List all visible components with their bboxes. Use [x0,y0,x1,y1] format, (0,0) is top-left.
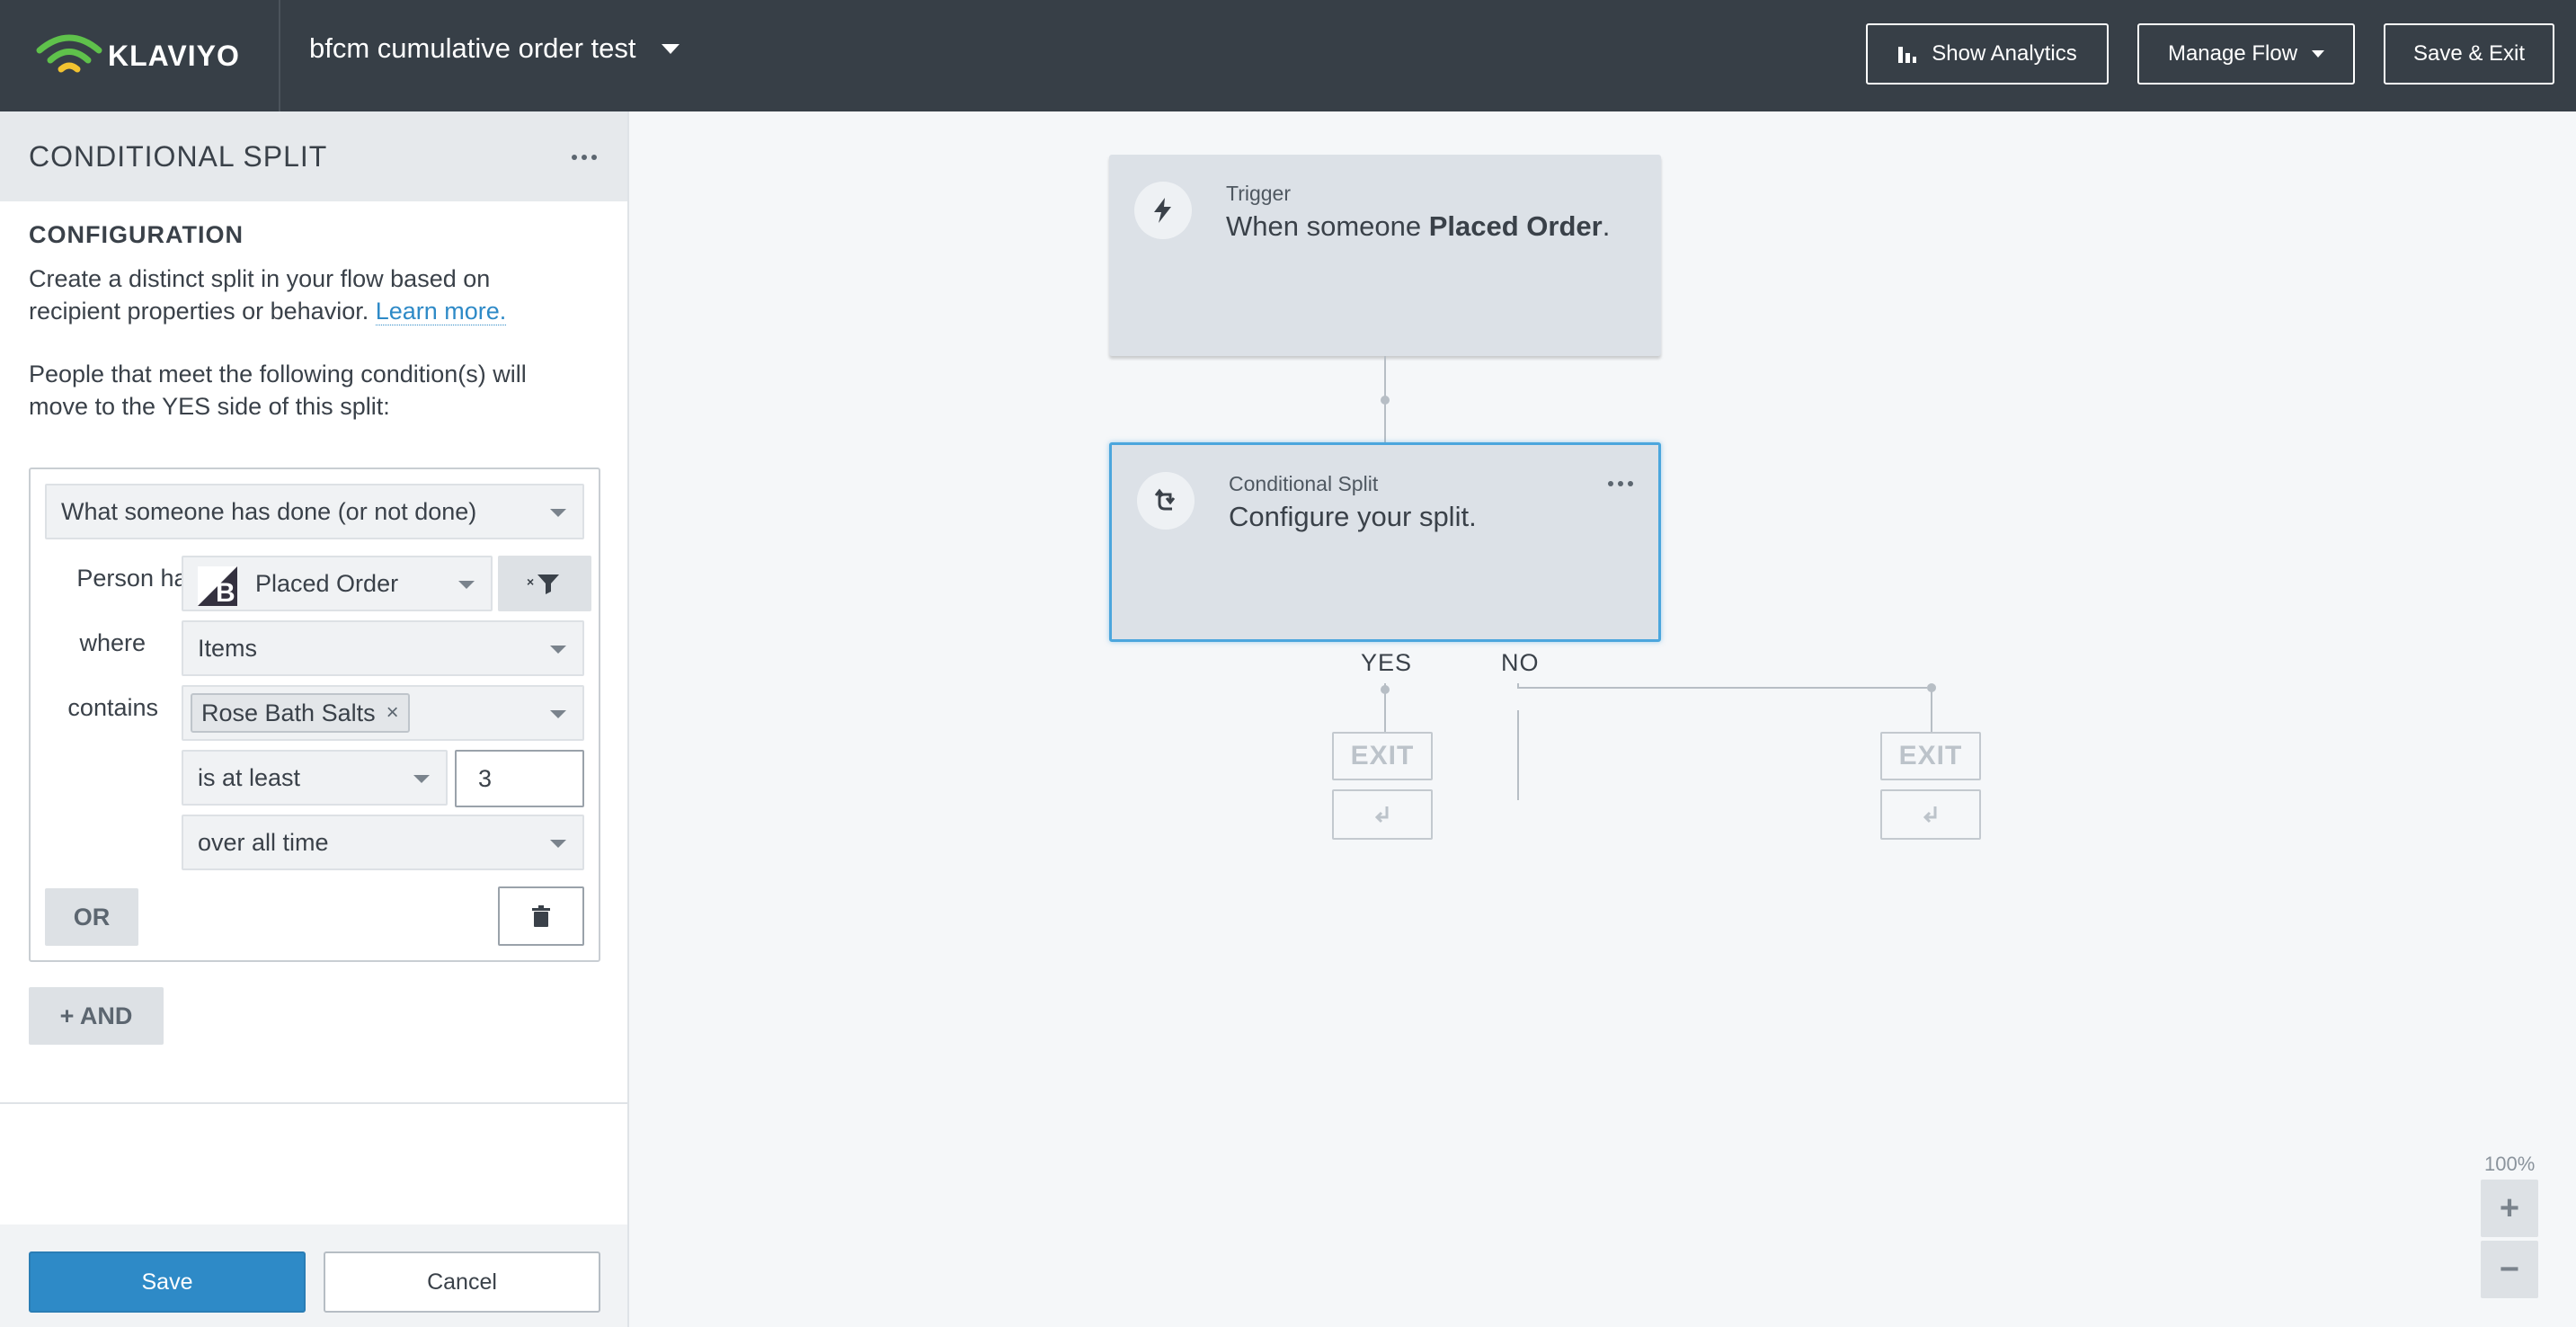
contains-label: contains [67,694,158,721]
split-description: Configure your split. [1229,501,1477,532]
manage-flow-button[interactable]: Manage Flow [2137,23,2355,85]
where-label: where [79,629,146,656]
condition-group: What someone has done (or not done) Pers… [29,468,600,962]
or-button[interactable]: OR [45,888,138,946]
trigger-type-label: Trigger [1226,182,1291,205]
save-exit-button[interactable]: Save & Exit [2384,23,2554,85]
condition-type-select[interactable]: What someone has done (or not done) [45,484,584,539]
operator-select[interactable]: is at least [182,750,448,806]
no-horizontal-line [1517,687,1927,689]
zoom-out-button[interactable]: − [2481,1241,2538,1298]
person-has-label: Person has [76,565,200,592]
trigger-card[interactable]: Trigger When someone Placed Order. [1109,155,1661,356]
yes-add-step-dot[interactable] [1381,685,1390,694]
select-caret-icon [550,509,566,517]
learn-more-link[interactable]: Learn more. [375,298,507,325]
select-caret-icon [550,646,566,654]
more-options-icon[interactable] [572,155,597,160]
conditional-split-card[interactable]: Conditional Split Configure your split. [1109,442,1661,642]
trigger-icon-wrap [1134,182,1192,239]
klaviyo-wifi-icon [36,34,102,73]
configuration-heading: CONFIGURATION [29,221,244,248]
panel-divider [0,1102,627,1104]
select-caret-icon [413,775,430,783]
panel-title: CONDITIONAL SPLIT [29,140,328,173]
show-analytics-label: Show Analytics [1932,41,2077,66]
filter-clear-icon: × [527,574,559,594]
value-tag-select[interactable]: Rose Bath Salts × [182,685,584,741]
operator-value: is at least [198,763,301,791]
trigger-text-suffix: . [1602,210,1611,242]
count-input[interactable]: 3 [455,750,584,807]
trigger-description: When someone Placed Order. [1226,210,1610,243]
flow-canvas[interactable]: Trigger When someone Placed Order. Condi… [631,111,2576,1327]
yes-reconnect-button[interactable] [1332,789,1433,840]
and-button[interactable]: + AND [29,987,164,1045]
select-caret-icon [550,710,566,718]
top-bar: KLAVIYO bfcm cumulative order test Show … [0,0,2576,111]
flow-title: bfcm cumulative order test [309,32,636,64]
bigcommerce-icon: B [198,566,237,606]
conditional-split-panel: CONDITIONAL SPLIT CONFIGURATION Create a… [0,111,629,1327]
yes-exit-box[interactable]: EXIT [1332,732,1433,780]
trigger-metric: Placed Order [1428,210,1603,242]
select-caret-icon [458,581,475,589]
zoom-in-button[interactable]: + [2481,1180,2538,1237]
timeframe-value: over all time [198,828,329,856]
property-select[interactable]: Items [182,620,584,676]
split-type-label: Conditional Split [1229,472,1379,495]
caret-down-icon [661,43,680,54]
klaviyo-logo[interactable]: KLAVIYO [36,29,240,83]
yes-connector-line [1384,683,1386,732]
panel-instruction: People that meet the following condition… [29,361,527,420]
return-arrow-icon [1374,806,1389,824]
add-step-dot[interactable] [1381,396,1390,405]
svg-text:B: B [216,578,235,606]
panel-description: Create a distinct split in your flow bas… [29,263,586,327]
show-analytics-button[interactable]: Show Analytics [1866,23,2109,85]
save-exit-label: Save & Exit [2412,41,2526,66]
no-connector-gap [1517,687,1519,710]
caret-down-icon [2312,50,2325,58]
flow-title-dropdown[interactable]: bfcm cumulative order test [309,32,680,65]
lightning-icon [1154,198,1171,223]
more-options-icon[interactable] [1608,481,1633,486]
tag-label: Rose Bath Salts [201,699,376,726]
yes-branch-label: YES [1361,649,1413,676]
logo-text: KLAVIYO [108,39,240,72]
save-button[interactable]: Save [29,1251,306,1313]
no-vertical-line [1931,687,1932,732]
no-exit-box[interactable]: EXIT [1880,732,1981,780]
value-tag: Rose Bath Salts × [191,693,410,733]
condition-type-value: What someone has done (or not done) [61,497,477,525]
manage-flow-label: Manage Flow [2167,41,2298,66]
timeframe-select[interactable]: over all time [182,815,584,870]
select-caret-icon [550,840,566,848]
delete-condition-button[interactable] [498,886,584,946]
property-value: Items [198,634,258,662]
trigger-text-prefix: When someone [1226,210,1429,242]
description-text: Create a distinct split in your flow bas… [29,265,491,325]
clear-filter-button[interactable]: × [498,556,591,611]
tag-remove-icon[interactable]: × [386,700,399,725]
trash-icon [532,905,550,927]
no-connector-line [1517,683,1519,800]
topbar-divider [279,0,280,111]
no-reconnect-button[interactable] [1880,789,1981,840]
panel-header: CONDITIONAL SPLIT [0,111,627,201]
metric-value: Placed Order [255,569,399,597]
bar-chart-icon [1898,47,1917,63]
split-icon-wrap [1137,472,1195,530]
return-arrow-icon [1923,806,1937,824]
split-arrows-icon [1154,488,1176,511]
metric-select[interactable]: B Placed Order [182,556,493,611]
no-branch-label: NO [1501,649,1540,676]
zoom-level: 100% [2484,1153,2536,1175]
svg-text:×: × [527,574,534,589]
cancel-button[interactable]: Cancel [324,1251,600,1313]
